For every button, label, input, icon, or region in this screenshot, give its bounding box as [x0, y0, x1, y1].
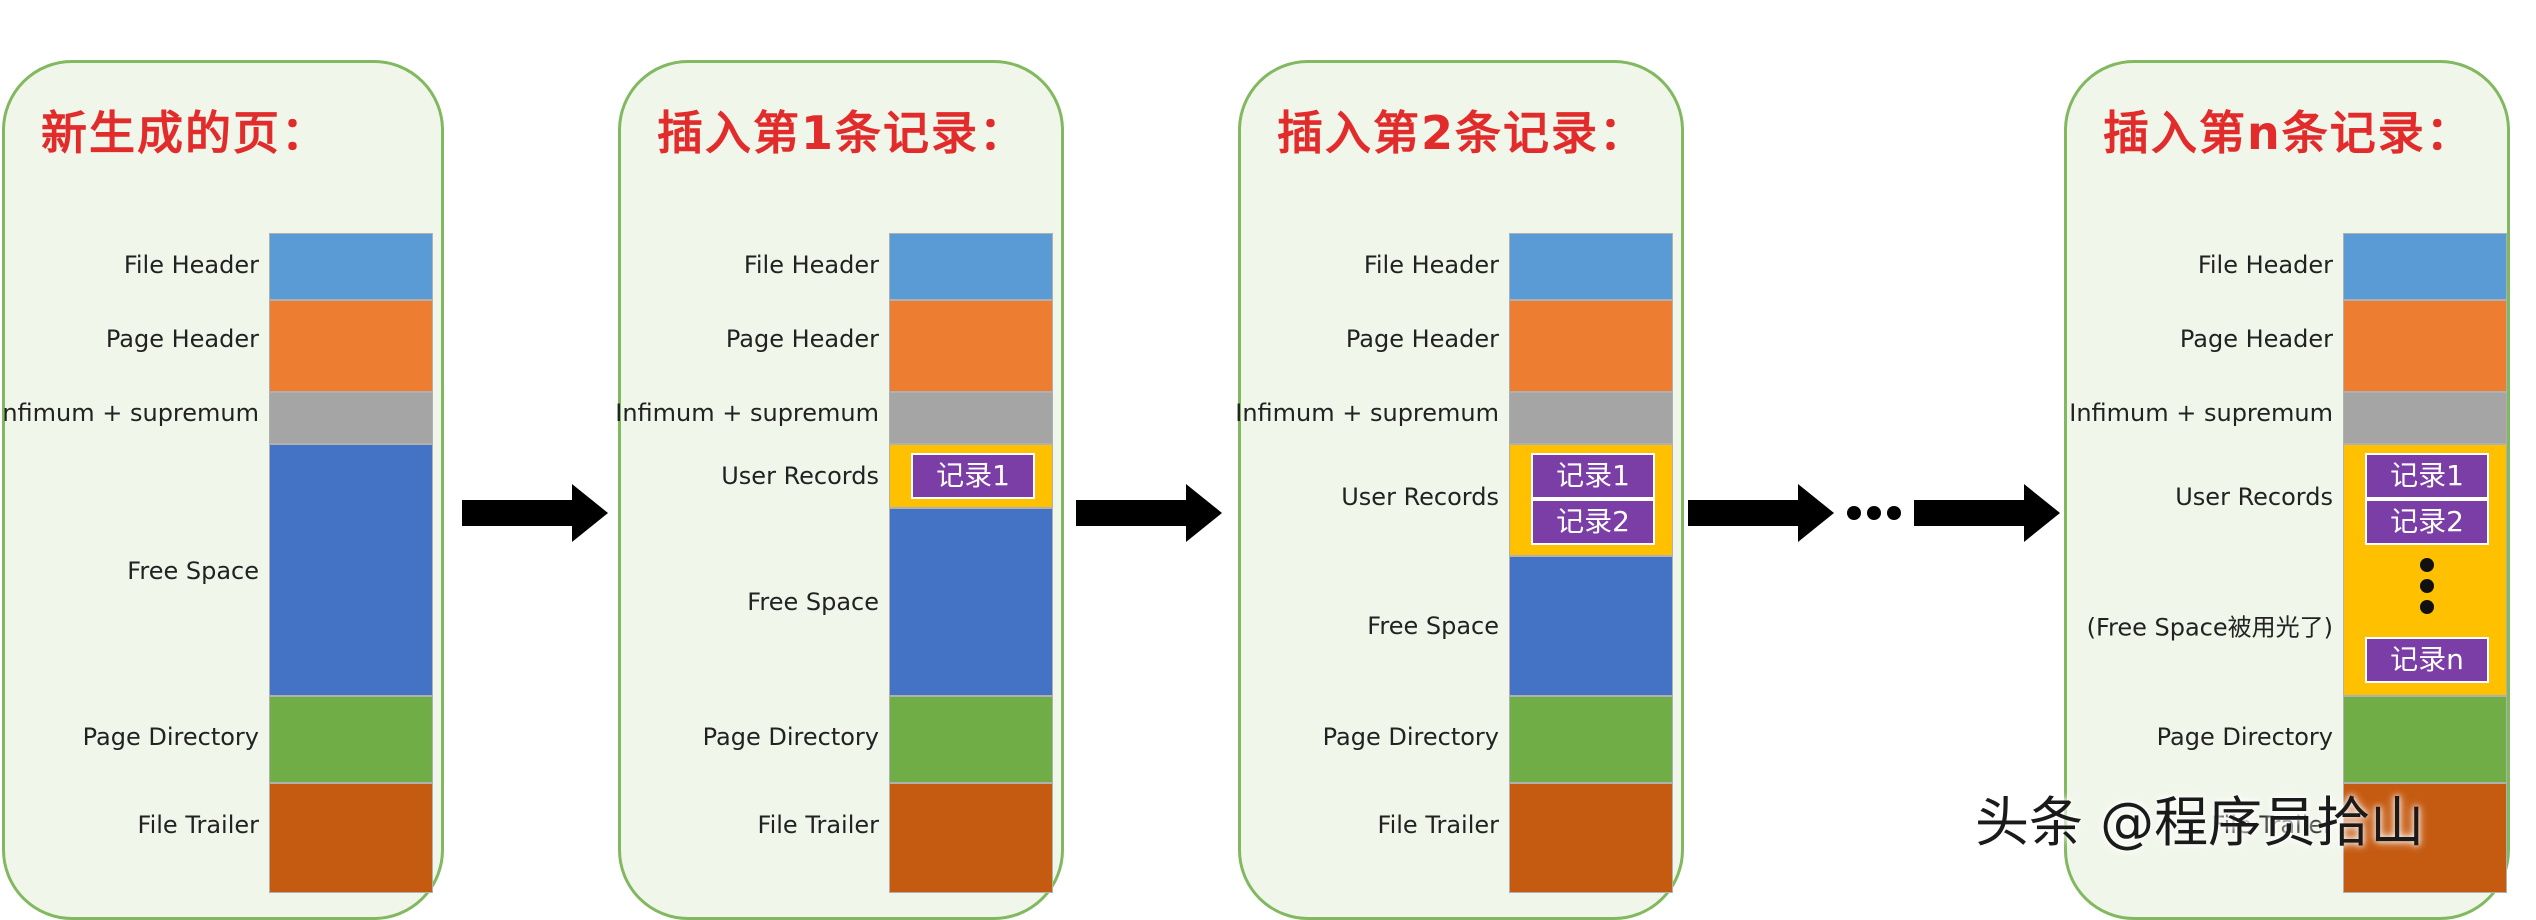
arrow-right-icon [1688, 484, 1834, 542]
record-item: 记录1 [2365, 453, 2489, 499]
infimum-supremum-label: Infimum + supremum [1235, 399, 1499, 427]
page-directory-label: Page Directory [82, 723, 259, 751]
vertical-ellipsis-icon [2420, 558, 2434, 572]
page-header-label: Page Header [105, 325, 259, 353]
page-header-label: Page Header [725, 325, 879, 353]
free-space-segment [1509, 556, 1673, 696]
free-space-label: Free Space [1367, 612, 1499, 640]
page-header-segment [269, 300, 433, 392]
file-header-segment [889, 233, 1053, 300]
file-trailer-label: File Trailer [2211, 811, 2333, 839]
file-trailer-segment [1509, 783, 1673, 893]
vertical-ellipsis-icon [2420, 600, 2434, 614]
file-header-segment [1509, 233, 1673, 300]
file-trailer-label: File Trailer [757, 811, 879, 839]
record-item: 记录2 [2365, 499, 2489, 545]
free-space-segment [269, 444, 433, 696]
free-space-used-up-label: (Free Space被用光了) [2086, 613, 2333, 642]
infimum-supremum-label: Infimum + supremum [615, 399, 879, 427]
arrow-right-icon [1914, 484, 2060, 542]
record-item: 记录2 [1531, 499, 1655, 545]
infimum-supremum-segment [889, 392, 1053, 444]
file-trailer-segment [2343, 783, 2507, 893]
user-records-label: User Records [721, 462, 879, 490]
page-directory-label: Page Directory [1322, 723, 1499, 751]
panel-insert-record-2: 插入第2条记录： 记录1 记录2 File Header Page Header… [1235, 60, 1684, 920]
file-trailer-label: File Trailer [137, 811, 259, 839]
infimum-supremum-segment [1509, 392, 1673, 444]
record-item: 记录1 [1531, 453, 1655, 499]
user-records-label: User Records [1341, 483, 1499, 511]
file-header-segment [2343, 233, 2507, 300]
file-trailer-segment [889, 783, 1053, 893]
page-header-segment [889, 300, 1053, 392]
panel-title: 插入第2条记录： [1277, 106, 1648, 160]
free-space-segment [889, 508, 1053, 696]
page-header-label: Page Header [2179, 325, 2333, 353]
infimum-supremum-label: Infimum + supremum [2069, 399, 2333, 427]
arrow-right-icon [1076, 484, 1222, 542]
file-header-label: File Header [123, 251, 259, 279]
file-header-label: File Header [1363, 251, 1499, 279]
record-item: 记录n [2365, 637, 2489, 683]
file-trailer-label: File Trailer [1377, 811, 1499, 839]
page-header-segment [2343, 300, 2507, 392]
user-records-label: User Records [2175, 483, 2333, 511]
file-header-segment [269, 233, 433, 300]
page-directory-segment [2343, 696, 2507, 783]
page-header-segment [1509, 300, 1673, 392]
page-header-label: Page Header [1345, 325, 1499, 353]
panel-title: 新生成的页： [41, 106, 329, 160]
file-trailer-segment [269, 783, 433, 893]
page-directory-segment [1509, 696, 1673, 783]
panel-title: 插入第n条记录： [2103, 106, 2474, 160]
file-header-label: File Header [2197, 251, 2333, 279]
page-directory-label: Page Directory [702, 723, 879, 751]
infimum-supremum-label: Infimum + supremum [0, 399, 259, 427]
infimum-supremum-segment [2343, 392, 2507, 444]
panel-new-page: 新生成的页： File Header Page Header Infimum +… [0, 60, 444, 920]
ellipsis-icon [1887, 506, 1901, 520]
page-directory-label: Page Directory [2156, 723, 2333, 751]
file-header-label: File Header [743, 251, 879, 279]
free-space-label: Free Space [747, 588, 879, 616]
ellipsis-icon [1867, 506, 1881, 520]
watermark: 头条 @程序员拾山 [1975, 791, 2425, 854]
panel-insert-record-1: 插入第1条记录： 记录1 File Header Page Header Inf… [615, 60, 1064, 920]
free-space-label: Free Space [127, 557, 259, 585]
panel-title: 插入第1条记录： [657, 106, 1028, 160]
infimum-supremum-segment [269, 392, 433, 444]
vertical-ellipsis-icon [2420, 579, 2434, 593]
page-directory-segment [889, 696, 1053, 783]
ellipsis-icon [1847, 506, 1861, 520]
page-directory-segment [269, 696, 433, 783]
record-item: 记录1 [911, 453, 1035, 499]
arrow-right-icon [462, 484, 608, 542]
